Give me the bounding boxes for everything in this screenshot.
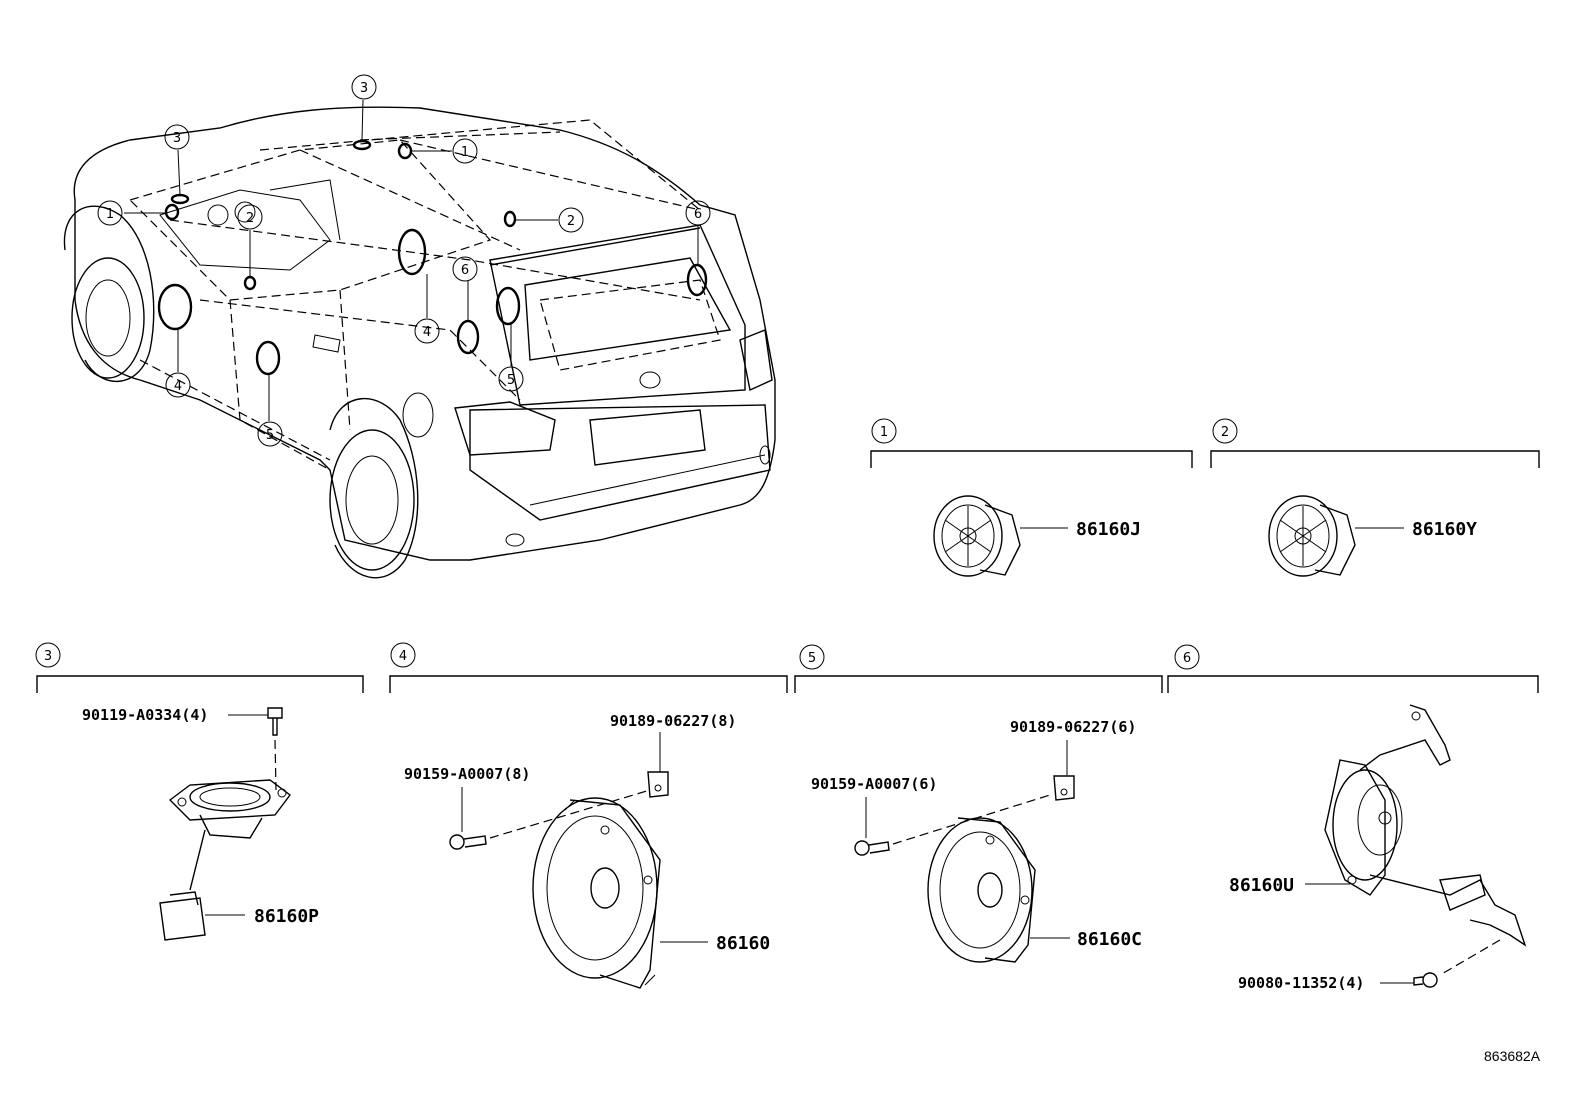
section-number: 2 <box>1221 425 1229 440</box>
callout-4-rear: 4 <box>414 318 440 344</box>
svg-text:6: 6 <box>694 207 702 222</box>
part-number: 90189-06227(6) <box>1010 718 1136 736</box>
callout-1-front: 1 <box>97 200 123 226</box>
callout-6-rear: 6 <box>685 200 711 226</box>
vehicle-illustration <box>63 106 776 579</box>
part-number: 86160 <box>716 933 770 954</box>
screw-icon <box>449 834 487 850</box>
svg-text:5: 5 <box>507 373 515 388</box>
callout-5-rear: 5 <box>498 366 524 392</box>
screw-icon <box>854 840 890 856</box>
section-4: 4 90189-06227(8) 90159-A0007(8) 86160 <box>389 642 788 989</box>
callout-3-front: 3 <box>164 124 190 150</box>
part-number: 90159-A0007(6) <box>811 775 937 793</box>
svg-text:1: 1 <box>106 207 114 222</box>
svg-text:5: 5 <box>266 428 274 443</box>
section-6: 6 86160U 90080-11352(4) <box>1167 644 1539 992</box>
section-2: 2 86160Y <box>1210 418 1540 577</box>
part-number: 90119-A0334(4) <box>82 706 208 724</box>
clip-nut-icon <box>1053 775 1075 801</box>
clip-nut-icon <box>647 771 669 798</box>
callout-6-front: 6 <box>452 256 478 282</box>
svg-text:4: 4 <box>423 325 431 340</box>
callout-3-rear: 3 <box>351 74 377 100</box>
speaker-icon <box>532 797 661 989</box>
section-number: 6 <box>1183 651 1191 666</box>
tweeter-icon <box>933 495 1021 577</box>
section-number: 1 <box>880 425 888 440</box>
callout-2-front: 2 <box>237 204 263 230</box>
svg-text:3: 3 <box>173 131 181 146</box>
diagram-id: 863682A <box>1484 1048 1541 1064</box>
section-number: 5 <box>808 651 816 666</box>
part-number: 86160C <box>1077 929 1142 950</box>
part-number: 90159-A0007(8) <box>404 765 530 783</box>
part-number: 86160Y <box>1412 519 1477 540</box>
connector-icon <box>159 891 206 941</box>
section-3: 3 90119-A0334(4) 86160P <box>35 642 364 941</box>
part-number: 90080-11352(4) <box>1238 974 1364 992</box>
svg-text:4: 4 <box>174 379 182 394</box>
section-number: 4 <box>399 649 407 664</box>
speaker-bracket-icon <box>1324 704 1527 947</box>
svg-text:6: 6 <box>461 263 469 278</box>
callout-2-rear: 2 <box>558 207 584 233</box>
section-5: 5 90189-06227(6) 90159-A0007(6) 86160C <box>794 644 1163 963</box>
callout-1-rear: 1 <box>452 138 478 164</box>
svg-text:2: 2 <box>246 211 254 226</box>
vehicle-callouts: 1 1 2 2 3 3 4 4 <box>97 74 711 447</box>
callout-4-front: 4 <box>165 372 191 398</box>
svg-text:2: 2 <box>567 214 575 229</box>
screw-icon <box>267 707 283 736</box>
speaker-icon <box>927 817 1036 963</box>
svg-text:1: 1 <box>461 145 469 160</box>
part-number: 86160P <box>254 906 319 927</box>
part-number: 90189-06227(8) <box>610 712 736 730</box>
svg-text:3: 3 <box>360 81 368 96</box>
screw-icon <box>1413 972 1438 988</box>
section-1: 1 86160J <box>870 418 1193 577</box>
callout-5-front: 5 <box>257 421 283 447</box>
tweeter-icon <box>1268 495 1356 577</box>
part-number: 86160J <box>1076 519 1141 540</box>
part-number: 86160U <box>1229 875 1294 896</box>
speaker-icon <box>168 779 291 891</box>
section-number: 3 <box>44 649 52 664</box>
